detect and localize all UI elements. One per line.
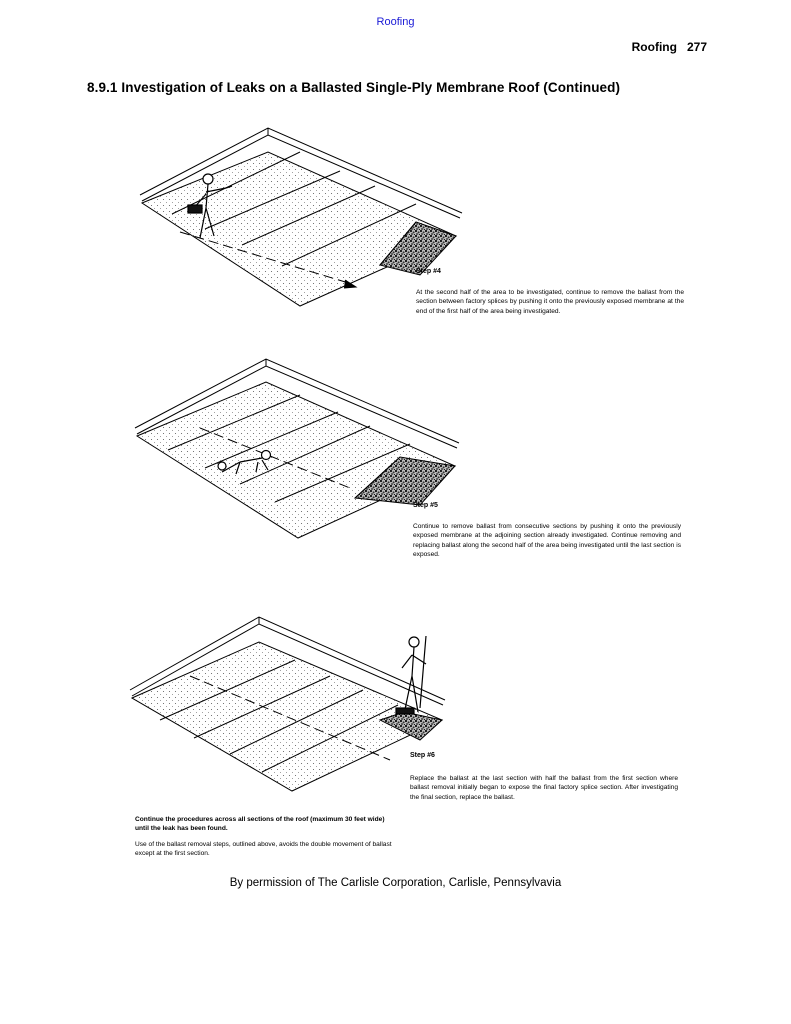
step-5-text: Continue to remove ballast from consecut…: [413, 522, 681, 560]
continuation-heading: Continue the procedures across all secti…: [135, 815, 400, 834]
step-4-label: Step #4: [416, 268, 441, 275]
continuation-note: Use of the ballast removal steps, outlin…: [135, 840, 400, 859]
permission-credit: By permission of The Carlisle Corporatio…: [0, 877, 791, 889]
step-6-text: Replace the ballast at the last section …: [410, 774, 678, 802]
roof-drawing-step-4: [140, 128, 462, 306]
step-5-label: Step #5: [413, 502, 438, 509]
roof-drawing-step-5: [135, 359, 459, 538]
roof-drawing-step-6: [130, 617, 445, 791]
step-6-label: Step #6: [410, 752, 435, 759]
step-4-text: At the second half of the area to be inv…: [416, 288, 684, 316]
